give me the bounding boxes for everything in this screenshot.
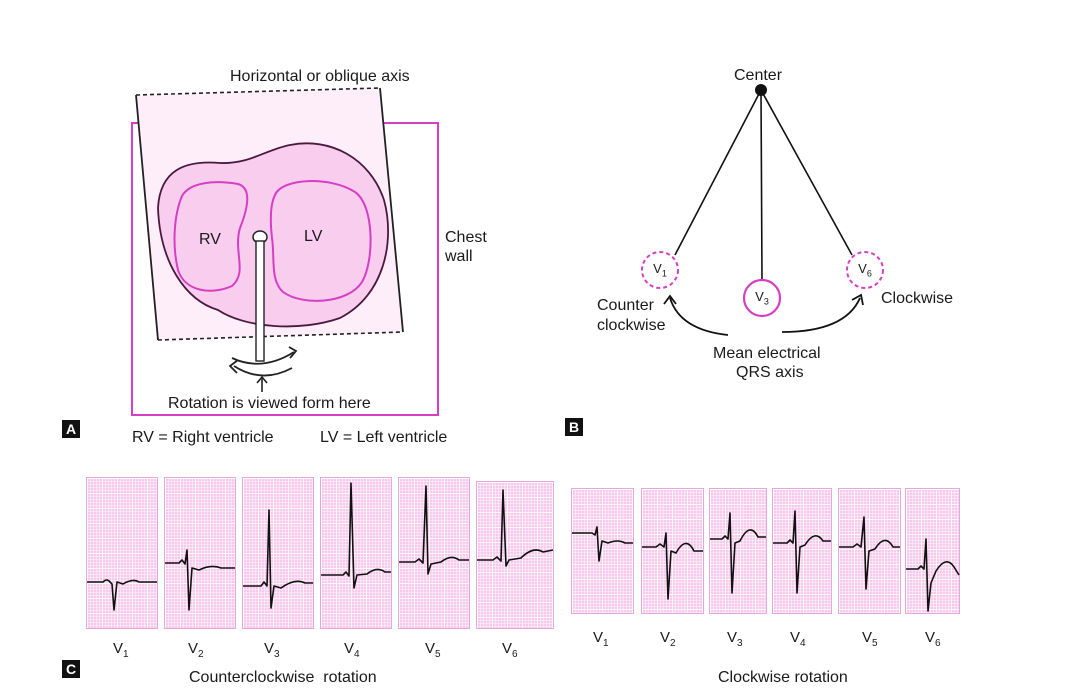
- ecg-strip-cw-v5: [838, 488, 901, 614]
- rotation-arc-bottom: [233, 365, 293, 377]
- cw-lead-label-v2: V2: [660, 629, 676, 649]
- ccw-lead-label-v3: V3: [264, 640, 280, 660]
- rv-cavity: [173, 181, 249, 292]
- chest-wall-label-line2: wall: [445, 248, 473, 265]
- ecg-strip-cw-v6: [905, 488, 960, 614]
- ecg-strip-ccw-v2: [164, 477, 236, 629]
- ecg-strip-ccw-v5: [398, 477, 470, 629]
- v1-circle-label: V1: [653, 261, 667, 279]
- panel-b-badge: B: [565, 418, 583, 436]
- lv-label: LV: [304, 228, 323, 245]
- lv-cavity: [269, 180, 372, 302]
- rv-label: RV: [199, 231, 221, 248]
- counterclockwise-label-line1: Counter: [597, 297, 654, 314]
- ccw-lead-label-v4: V4: [344, 640, 360, 660]
- view-note: Rotation is viewed form here: [168, 395, 371, 412]
- panel-c-badge: C: [62, 660, 80, 678]
- heart-cross-section-diagram: [131, 87, 439, 416]
- center-label: Center: [734, 67, 783, 84]
- ecg-strip-ccw-v3: [242, 477, 314, 629]
- ecg-strip-cw-v1: [571, 488, 634, 614]
- line-to-v3: [760, 89, 763, 281]
- v6-circle: [846, 251, 884, 289]
- center-point: [755, 84, 767, 96]
- mean-axis-label-line1: Mean electrical: [713, 345, 821, 362]
- v3-circle-label: V3: [755, 289, 769, 307]
- ccw-lead-label-v6: V6: [502, 640, 518, 660]
- ecg-strip-ccw-v4: [320, 477, 392, 629]
- clockwise-arrow: [781, 297, 861, 333]
- counterclockwise-label-line2: clockwise: [597, 317, 666, 334]
- ecg-strip-cw-v4: [772, 488, 832, 614]
- ccw-lead-label-v5: V5: [425, 640, 441, 660]
- v6-circle-label: V6: [858, 261, 872, 279]
- chest-wall-label-line1: Chest: [445, 229, 487, 246]
- cw-lead-label-v3: V3: [727, 629, 743, 649]
- ecg-strip-ccw-v6: [476, 481, 554, 629]
- line-to-v1: [674, 89, 762, 256]
- v3-circle: [742, 278, 782, 318]
- counterclockwise-arrow: [669, 297, 729, 336]
- clockwise-label: Clockwise: [881, 290, 954, 307]
- ccw-lead-label-v1: V1: [113, 640, 129, 660]
- legend-rv: RV = Right ventricle: [132, 429, 274, 446]
- ccw-rotation-title: Counterclockwise rotation: [189, 669, 377, 686]
- line-to-v6: [760, 89, 853, 256]
- ccw-lead-label-v2: V2: [188, 640, 204, 660]
- cw-lead-label-v5: V5: [862, 629, 878, 649]
- panel-a-badge: A: [62, 420, 80, 438]
- cw-lead-label-v4: V4: [790, 629, 806, 649]
- rotation-axis: [255, 240, 265, 362]
- mean-axis-label-line2: QRS axis: [736, 364, 804, 381]
- axis-label: Horizontal or oblique axis: [230, 68, 410, 85]
- ecg-strip-cw-v3: [709, 488, 767, 614]
- cw-lead-label-v1: V1: [593, 629, 609, 649]
- rotation-axis-diagram: [641, 84, 884, 336]
- ecg-strip-ccw-v1: [86, 477, 158, 629]
- cw-rotation-title: Clockwise rotation: [718, 669, 848, 686]
- legend-lv: LV = Left ventricle: [320, 429, 448, 446]
- ecg-strip-cw-v2: [641, 488, 704, 614]
- cw-lead-label-v6: V6: [925, 629, 941, 649]
- v1-circle: [641, 251, 679, 289]
